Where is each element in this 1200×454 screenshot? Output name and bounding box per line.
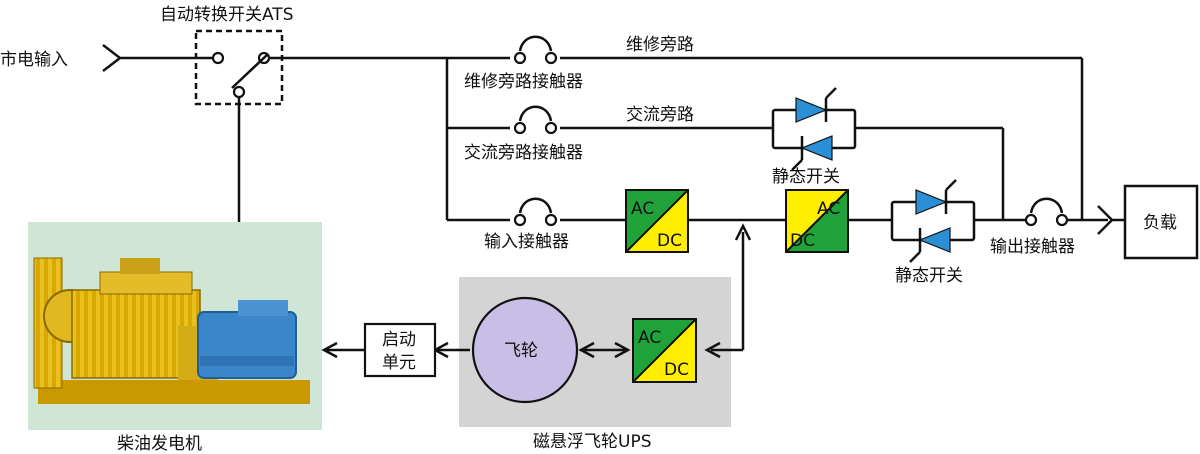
input-contactor-label: 输入接触器	[484, 232, 569, 252]
diesel-generator-image	[33, 257, 310, 404]
diesel-generator-label: 柴油发电机	[117, 434, 202, 454]
start-unit-label-line2: 单元	[382, 353, 416, 373]
ats-blade	[231, 53, 269, 89]
output-connector-symbol	[1097, 205, 1125, 235]
flywheel-label: 飞轮	[504, 341, 538, 361]
flywheel-converter: AC DC	[632, 318, 697, 383]
rectifier-ac-label: AC	[631, 199, 654, 219]
maint-bypass-contactor	[510, 35, 560, 66]
input-connector-symbol	[102, 44, 197, 72]
output-contactor	[1024, 197, 1069, 227]
start-unit-box	[363, 322, 437, 378]
rectifier-converter: AC DC	[625, 189, 689, 253]
load-box	[1123, 184, 1199, 260]
maint-bypass-label: 维修旁路	[626, 35, 694, 55]
ac-bypass-contactor	[510, 105, 560, 136]
utility-input-label: 市电输入	[0, 50, 68, 70]
output-contactor-label: 输出接触器	[990, 237, 1075, 257]
flywheel-ups-label: 磁悬浮飞轮UPS	[533, 432, 652, 452]
ats-contact-bottom	[232, 85, 246, 99]
thyristor-reverse-icon	[918, 227, 951, 253]
inverter-dc-label: DC	[790, 231, 815, 251]
static-switch-top-label: 静态开关	[772, 167, 840, 187]
inverter-ac-label: AC	[817, 199, 840, 219]
inverter-converter: AC DC	[785, 189, 849, 253]
thyristor-reverse-icon	[800, 135, 833, 161]
load-label: 负载	[1143, 213, 1177, 233]
input-contactor	[510, 197, 560, 228]
thyristor-forward-icon	[915, 189, 948, 215]
static-switch-top	[771, 87, 1003, 171]
maint-bypass-contactor-label: 维修旁路接触器	[464, 72, 583, 92]
static-switch-bottom-label: 静态开关	[895, 266, 963, 286]
ats-contact-left	[211, 51, 225, 65]
flywheel-converter-dc-label: DC	[664, 360, 689, 380]
thyristor-forward-icon	[795, 97, 828, 123]
static-switch-bottom	[890, 179, 1025, 263]
ac-bypass-contactor-label: 交流旁路接触器	[464, 143, 583, 163]
start-unit-label-line1: 启动	[382, 330, 416, 350]
ats-label: 自动转换开关ATS	[160, 5, 294, 25]
flywheel-converter-ac-label: AC	[638, 328, 661, 348]
flywheel-circle	[471, 296, 579, 404]
rectifier-dc-label: DC	[657, 231, 682, 251]
ac-bypass-label: 交流旁路	[626, 105, 694, 125]
